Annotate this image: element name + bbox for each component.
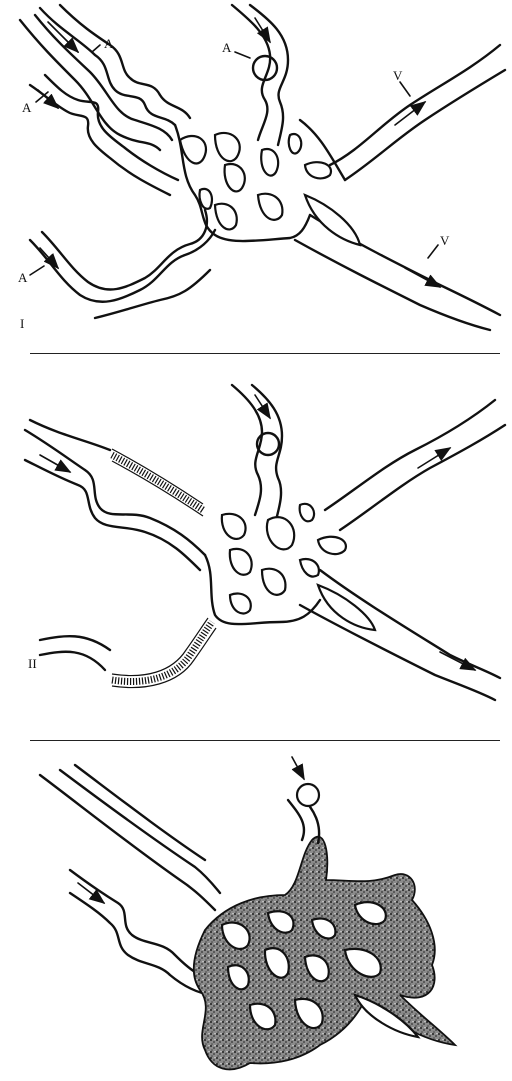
nidus-channel <box>305 162 331 178</box>
artery-wall <box>20 20 160 150</box>
nidus-channel <box>230 549 252 575</box>
nidus-channel <box>300 504 314 522</box>
panel-numeral: II <box>28 656 37 671</box>
nidus-channel <box>289 134 302 154</box>
panel-2: II <box>0 360 512 735</box>
nidus-channel <box>318 585 375 630</box>
panel-divider <box>30 353 500 354</box>
leader-line <box>428 245 438 258</box>
nidus-channel <box>300 559 319 576</box>
vein-wall <box>325 400 495 510</box>
artery-wall <box>30 420 110 450</box>
leader-line <box>400 82 410 96</box>
artery-bulb <box>297 784 319 806</box>
arrow-icon <box>40 248 58 268</box>
artery-wall <box>60 770 220 893</box>
vein-wall <box>345 70 505 180</box>
vein-label: V <box>393 68 403 83</box>
nidus-channel <box>318 537 346 554</box>
artery-wall <box>40 636 110 650</box>
artery-wall <box>288 800 304 840</box>
artery-wall <box>70 893 212 995</box>
panel-divider <box>30 740 500 741</box>
ligated-vessel <box>112 455 203 510</box>
artery-label: A <box>18 270 28 285</box>
nidus-channel <box>215 133 240 161</box>
leader-line <box>235 52 250 58</box>
artery-wall <box>95 270 210 318</box>
panel-2-diagram: II <box>0 360 512 735</box>
panel-3 <box>0 745 512 1081</box>
leader-line <box>30 266 44 275</box>
vein-wall <box>300 605 495 700</box>
nidus-channel <box>225 164 245 191</box>
panel-numeral: I <box>20 316 24 331</box>
arrow-icon <box>440 652 475 670</box>
panel-1: A A A A V V I <box>0 0 512 350</box>
vein-label: V <box>440 233 450 248</box>
nidus-channel <box>262 569 285 595</box>
artery-wall <box>75 765 205 860</box>
artery-wall <box>232 5 270 140</box>
artery-label: A <box>104 36 114 51</box>
leader-line <box>92 45 100 52</box>
ligated-vessel <box>112 622 212 682</box>
vein-wall <box>330 45 500 165</box>
vein-wall <box>340 425 505 530</box>
artery-label: A <box>222 40 232 55</box>
vein-wall <box>295 240 490 330</box>
nidus-channel <box>230 593 251 613</box>
arrow-icon <box>405 268 440 287</box>
artery-label: A <box>22 100 32 115</box>
nidus-channel <box>305 195 360 245</box>
artery-wall <box>42 210 207 290</box>
nidus-channel <box>215 204 237 230</box>
panel-1-diagram: A A A A V V I <box>0 0 512 350</box>
nidus-channel <box>222 514 246 539</box>
artery-wall <box>40 775 215 910</box>
nidus-channel <box>261 149 278 176</box>
nidus-channel <box>258 194 282 220</box>
nidus-channel <box>200 189 212 209</box>
nidus-channel <box>267 517 294 549</box>
panel-3-diagram <box>0 745 512 1081</box>
artery-wall <box>40 652 105 670</box>
arrow-icon <box>292 757 304 779</box>
